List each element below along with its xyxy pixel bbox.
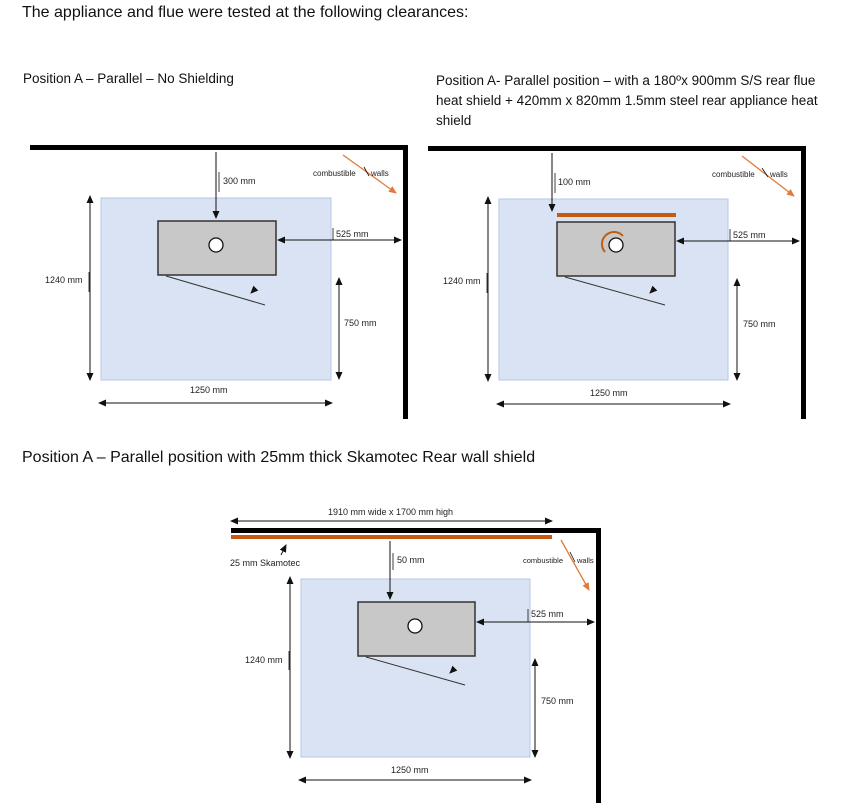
shield-label: 25 mm Skamotec <box>230 558 301 568</box>
combustible-walls-arrow <box>342 154 397 194</box>
side-clearance-label: 525 mm <box>531 609 564 619</box>
side-wall <box>403 145 408 419</box>
rear-appliance-heat-shield <box>557 213 676 217</box>
front-depth-label: 750 mm <box>743 319 776 329</box>
combustible-walls-arrow <box>741 155 795 197</box>
side-clearance-label: 525 mm <box>336 229 369 239</box>
side-clearance-label: 525 mm <box>733 230 766 240</box>
rear-clearance-label: 100 mm <box>558 177 591 187</box>
diagram2-caption: Position A- Parallel position – with a 1… <box>436 73 818 128</box>
door-swing-line <box>564 276 666 306</box>
combustible-label: combustible <box>523 556 563 565</box>
walls-label: walls <box>576 556 594 565</box>
combustible-label: combustible <box>712 170 755 179</box>
door-swing-line <box>165 275 266 306</box>
diagram2: 100 mm 525 mm 750 mm 1240 mm 1250 mm com… <box>428 146 806 419</box>
skamotec-rear-wall-shield <box>231 535 552 539</box>
diagram1-caption: Position A – Parallel – No Shielding <box>23 71 234 86</box>
rear-clearance-label: 50 mm <box>397 555 425 565</box>
side-wall <box>596 528 601 803</box>
front-depth-label: 750 mm <box>541 696 574 706</box>
side-wall <box>801 146 806 419</box>
diagram1: 300 mm 525 mm 750 mm 1240 mm 1250 mm com… <box>30 145 408 419</box>
flue-icon <box>208 237 224 253</box>
combustible-label: combustible <box>313 169 356 178</box>
rear-wall <box>428 146 806 151</box>
rear-clearance-label: 300 mm <box>223 176 256 186</box>
height-label: 1240 mm <box>443 276 481 286</box>
rear-wall <box>30 145 408 150</box>
height-label: 1240 mm <box>45 275 83 285</box>
width-label: 1250 mm <box>391 765 429 775</box>
width-label: 1250 mm <box>190 385 228 395</box>
diagram3-caption: Position A – Parallel position with 25mm… <box>22 449 536 466</box>
flue-icon <box>407 618 423 634</box>
diagram3: 1910 mm wide x 1700 mm high 50 mm 25 mm … <box>230 507 601 803</box>
combustible-walls-divider <box>363 166 370 177</box>
flue-icon <box>608 237 624 253</box>
pointer-arrow <box>649 285 658 294</box>
combustible-walls-divider <box>761 167 769 178</box>
shield-label-arrow <box>279 544 287 556</box>
walls-label: walls <box>370 169 389 178</box>
door-swing-line <box>365 656 466 686</box>
flue-heat-shield <box>600 230 624 253</box>
walls-label: walls <box>769 170 788 179</box>
front-depth-label: 750 mm <box>344 318 377 328</box>
height-label: 1240 mm <box>245 655 283 665</box>
combustible-walls-arrow <box>560 539 590 591</box>
rear-wall <box>231 528 601 533</box>
pointer-arrow <box>250 285 259 294</box>
pointer-arrow <box>449 665 458 674</box>
page-heading: The appliance and flue were tested at th… <box>22 4 469 21</box>
shield-size-label: 1910 mm wide x 1700 mm high <box>328 507 453 517</box>
combustible-walls-divider <box>569 551 576 563</box>
width-label: 1250 mm <box>590 388 628 398</box>
